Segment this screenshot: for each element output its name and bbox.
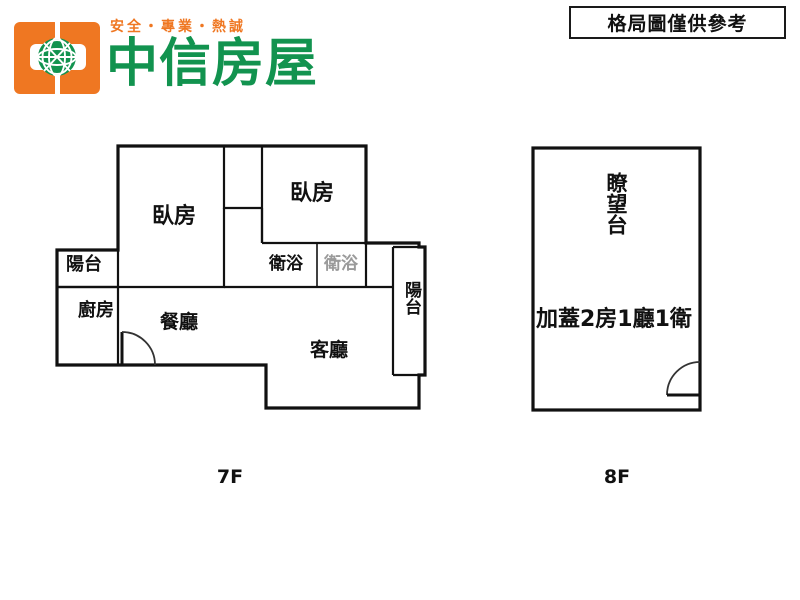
room-label-bathroom-2: 衛浴 — [324, 254, 358, 274]
floor-caption-7f: 7F — [216, 466, 244, 488]
disclaimer-box: 格局圖僅供參考 — [569, 6, 786, 39]
room-label-balcony-right: 陽台 — [401, 281, 421, 315]
room-label-living-room: 客廳 — [310, 339, 349, 361]
room-label-dining-room: 餐廳 — [160, 311, 199, 333]
brand-header: 安全・專業・熱誠 中信房屋 — [14, 14, 334, 100]
room-label-bedroom-left: 臥房 — [152, 204, 197, 229]
room-label-addition-note: 加蓋2房1廳1衛 — [536, 307, 692, 332]
disclaimer-text: 格局圖僅供參考 — [607, 13, 748, 35]
door-swing-arc-dining — [121, 331, 156, 366]
door-swing-arc-8f — [666, 361, 701, 396]
brand-name: 中信房屋 — [106, 34, 319, 94]
room-label-observation-deck: 瞭望台 — [604, 172, 628, 235]
floor-caption-8f: 8F — [603, 466, 631, 488]
room-label-bathroom-1: 衛浴 — [269, 254, 303, 274]
brand-text-block: 安全・專業・熱誠 中信房屋 — [106, 14, 332, 100]
brand-tagline: 安全・專業・熱誠 — [110, 19, 246, 35]
room-label-balcony-left: 陽台 — [66, 254, 102, 275]
chinatrust-globe-logo-icon — [14, 18, 100, 98]
room-label-bedroom-right: 臥房 — [290, 181, 335, 206]
